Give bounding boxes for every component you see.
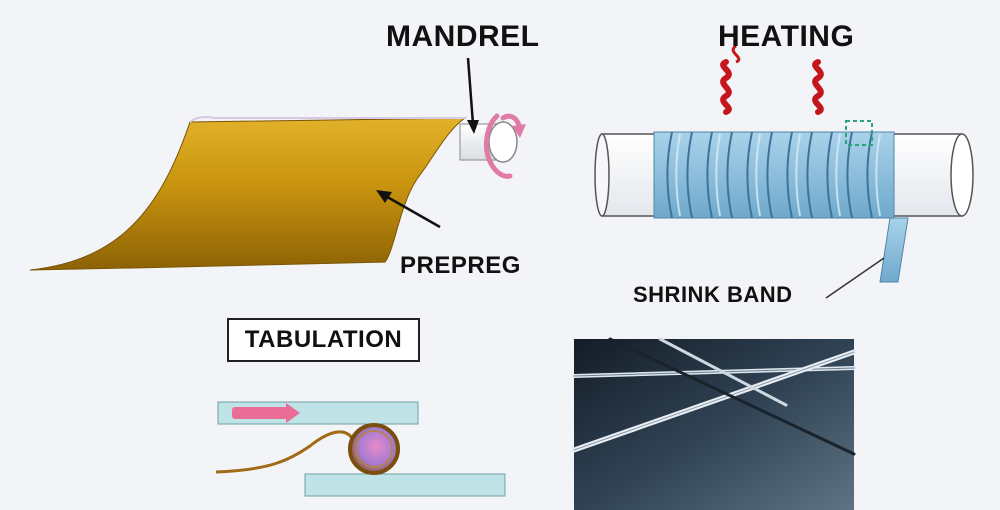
- shrink-band-highlights: [675, 133, 881, 217]
- mandrel-pointer-arrow: [466, 57, 479, 134]
- prepreg-label: PREPREG: [400, 252, 521, 279]
- direction-arrow-icon: [232, 403, 300, 423]
- detail-highlight-box: [845, 120, 873, 146]
- shrink-band-turns: [666, 131, 873, 219]
- rotation-arrow-icon: [483, 113, 526, 179]
- shrink-band-label: SHRINK BAND: [633, 282, 793, 307]
- lower-plate: [304, 473, 506, 497]
- prepreg-pointer-arrow: [376, 190, 441, 229]
- rolled-tube-inner: [355, 430, 393, 468]
- heat-wave-icon: [812, 59, 824, 115]
- prepreg-sheet: [29, 117, 467, 271]
- mandrel-end-cap: [488, 121, 518, 163]
- tabulation-label-box: TABULATION: [227, 318, 420, 362]
- tube-right-end: [950, 133, 974, 217]
- mandrel-wrapping-panel: [29, 57, 526, 271]
- rolled-tube: [348, 423, 400, 475]
- photo-tubes: [571, 337, 857, 456]
- prepreg-strip: [215, 430, 354, 474]
- heating-panel: [594, 44, 974, 299]
- tabulation-panel: [215, 401, 506, 497]
- heat-wave-icon: [720, 44, 741, 115]
- finished-tubes-photo: [571, 337, 857, 510]
- shrink-band-pointer-line: [825, 257, 885, 299]
- tabulation-label: TABULATION: [244, 326, 403, 353]
- prepreg-top-edge: [189, 116, 465, 123]
- heating-label: HEATING: [718, 20, 855, 53]
- mandrel-label: MANDREL: [386, 20, 540, 53]
- shrink-band-wrap: [653, 131, 895, 219]
- tube-left-end: [594, 133, 610, 217]
- shrink-band-tail: [879, 217, 909, 283]
